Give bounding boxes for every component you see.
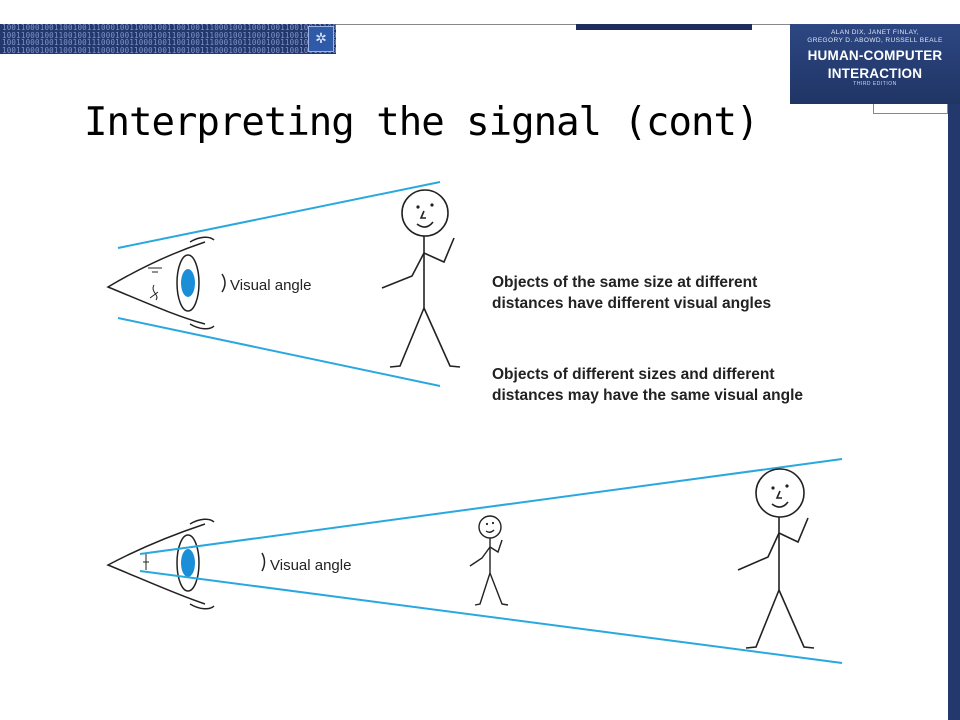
- bottom-angle-arc: [261, 552, 266, 572]
- top-visual-angle-label: Visual angle: [230, 277, 311, 294]
- book-cover: ALAN DIX, JANET FINLAY, GREGORY D. ABOWD…: [790, 24, 960, 104]
- banner-logo-icon: ✲: [308, 26, 334, 52]
- top-angle-arc: [221, 273, 226, 293]
- book-authors-line2: GREGORY D. ABOWD, RUSSELL BEALE: [807, 37, 943, 44]
- bottom-small-stick-figure: [469, 515, 509, 606]
- book-title-line2: INTERACTION: [827, 66, 923, 81]
- book-title-line1: HUMAN-COMPUTER: [807, 48, 943, 63]
- note2-line1: Objects of different sizes and different: [492, 366, 775, 383]
- bottom-large-stick-figure: [737, 468, 815, 649]
- bottom-eye-icon: [106, 518, 215, 610]
- banner-binary-row-4: 1001100010011001001110001001100010011001…: [2, 45, 336, 54]
- top-eye-icon: [106, 236, 215, 330]
- book-authors-line1: ALAN DIX, JANET FINLAY,: [831, 29, 919, 36]
- note2-line2: distances may have the same visual angle: [492, 387, 803, 404]
- cover-frame: [873, 104, 948, 114]
- right-side-bar: [948, 104, 960, 720]
- book-edition: THIRD EDITION: [853, 81, 897, 87]
- top-sight-lines: [117, 181, 441, 387]
- bottom-sight-lines: [139, 458, 843, 664]
- banner-binary-row-2: 1001100010011001001110001001100010011001…: [2, 30, 336, 40]
- bottom-visual-angle-label: Visual angle: [270, 557, 351, 574]
- top-stick-figure: [381, 189, 461, 368]
- banner-binary-row-3: 1001100010011001001110001001100010011001…: [2, 38, 336, 47]
- note1-line1: Objects of the same size at different: [492, 274, 757, 291]
- slide-title: Interpreting the signal (cont): [84, 100, 759, 145]
- header-dark-strip: [576, 24, 752, 30]
- note1-line2: distances have different visual angles: [492, 295, 771, 312]
- banner-binary-row-1: 1001100010011001001110001001100010011001…: [2, 24, 336, 32]
- binary-header-banner: 1001100010011001001110001001100010011001…: [0, 24, 336, 54]
